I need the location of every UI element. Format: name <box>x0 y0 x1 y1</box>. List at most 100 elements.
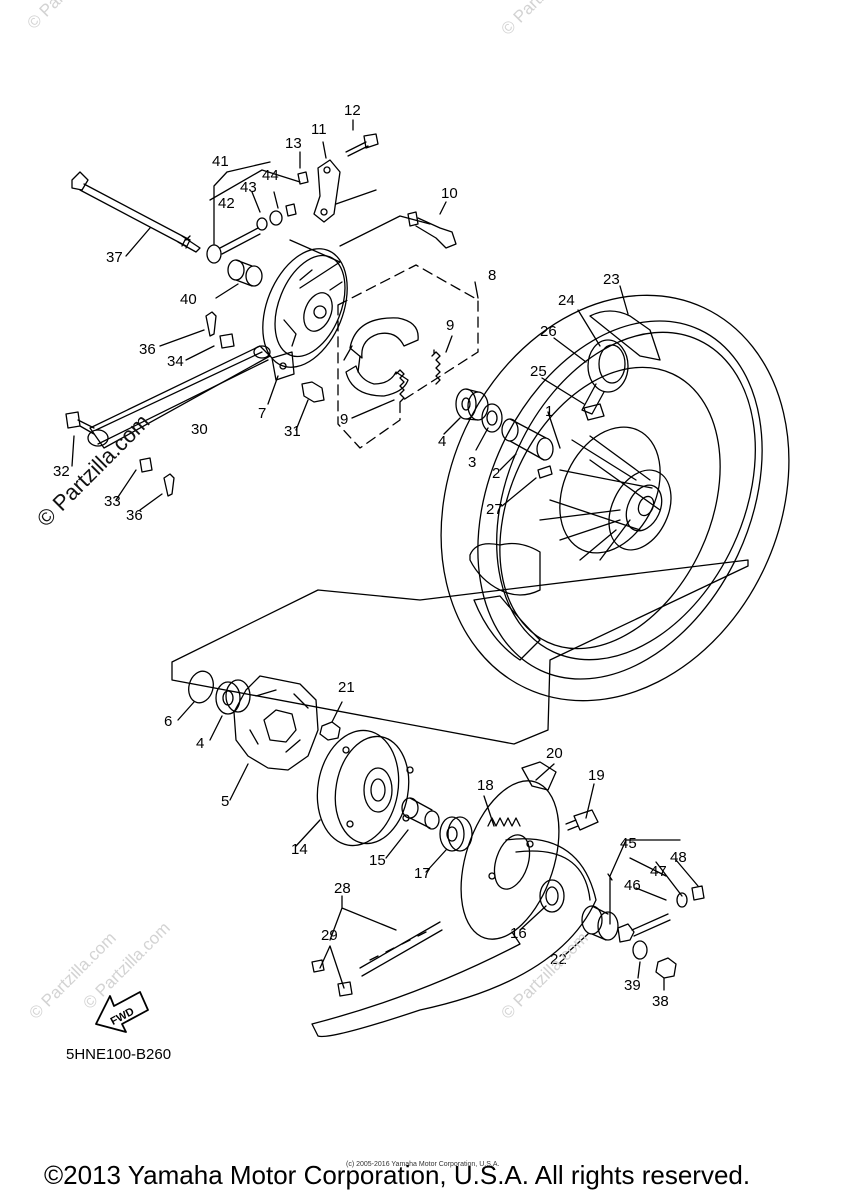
nut-part-34 <box>219 333 235 349</box>
bolt-part-46 <box>617 885 705 943</box>
fwd-arrow-icon <box>95 991 149 1033</box>
callout-41: 41 <box>212 153 229 170</box>
rear-wheel-part-1 <box>477 320 763 680</box>
brake-arm-part-11 <box>313 159 341 223</box>
tube-part-24 <box>581 339 629 415</box>
callout-17: 17 <box>414 865 431 882</box>
hub-frame-line <box>171 559 749 745</box>
small-print: (c) 2005-2016 Yamaha Motor Corporation, … <box>346 1161 500 1168</box>
callout-12: 12 <box>344 102 361 119</box>
watermarks: © Partzilla.com © Partzilla.com © Partzi… <box>23 0 591 1023</box>
callout-9-lower: 9 <box>340 411 348 428</box>
callout-39: 39 <box>624 977 641 994</box>
clutch-hub-part-14 <box>316 729 414 847</box>
callout-23: 23 <box>603 271 620 288</box>
collar-part-2 <box>501 418 554 461</box>
watermark-top-right: © Partzilla.com <box>497 0 591 39</box>
watermark-top-left: © Partzilla.com <box>23 0 117 33</box>
callout-29: 29 <box>321 927 338 944</box>
callout-16: 16 <box>510 925 527 942</box>
lock-washer-part-20 <box>521 761 557 791</box>
callout-1: 1 <box>545 403 553 420</box>
collar-part-15 <box>401 797 440 830</box>
nut-part-21 <box>319 721 341 741</box>
callout-33: 33 <box>104 493 121 510</box>
bearing-part-4 <box>455 388 489 421</box>
callout-31: 31 <box>284 423 301 440</box>
leader-brake <box>289 239 341 289</box>
callout-4: 4 <box>438 433 446 450</box>
washer-left <box>206 244 222 264</box>
callout-19: 19 <box>588 767 605 784</box>
callout-36-lower: 36 <box>126 507 143 524</box>
callout-18: 18 <box>477 777 494 794</box>
callout-22: 22 <box>550 951 567 968</box>
camshaft-part-10 <box>407 211 457 249</box>
damper-part-5 <box>233 675 319 771</box>
catalog-code: 5HNE100-B260 <box>66 1046 172 1063</box>
callout-26: 26 <box>540 323 557 340</box>
sprocket-part-18 <box>460 780 560 940</box>
callout-11: 11 <box>311 121 327 138</box>
callout-15: 15 <box>369 852 386 869</box>
callout-47: 47 <box>650 863 667 880</box>
washer-part-39 <box>632 940 648 960</box>
callout-43: 43 <box>240 179 257 196</box>
collar-part-22 <box>581 905 619 941</box>
callout-3: 3 <box>468 454 476 471</box>
callout-2: 2 <box>492 465 500 482</box>
callout-28: 28 <box>334 880 351 897</box>
callout-46: 46 <box>624 877 641 894</box>
callout-6: 6 <box>164 713 172 730</box>
watermark-bottom-right: © Partzilla.com <box>497 928 591 1022</box>
callout-5: 5 <box>221 793 229 810</box>
callout-30: 30 <box>191 421 208 438</box>
joint-part-29 <box>311 959 353 997</box>
callout-9: 9 <box>446 317 454 334</box>
callout-42: 42 <box>218 195 235 212</box>
callout-45: 45 <box>620 835 637 852</box>
tire <box>440 294 790 702</box>
tension-bar-part-30 <box>87 345 271 449</box>
callout-25: 25 <box>530 363 547 380</box>
chain-part-28 <box>311 838 597 1038</box>
seal-part-16 <box>539 879 565 913</box>
o-ring-part-6 <box>188 670 214 704</box>
callout-4-lower: 4 <box>196 735 204 752</box>
bearing-part-4-lower <box>215 679 251 715</box>
bolt-part-32 <box>65 411 95 435</box>
nipple-part-27 <box>537 465 553 479</box>
callout-38: 38 <box>652 993 669 1010</box>
callout-10: 10 <box>441 185 458 202</box>
copyright-notice: ©2013 Yamaha Motor Corporation, U.S.A. A… <box>44 1160 751 1190</box>
spring-part-9-lower <box>395 369 405 403</box>
nut-part-38 <box>655 957 677 979</box>
callout-36: 36 <box>139 341 156 358</box>
callout-37: 37 <box>106 249 123 266</box>
callout-44: 44 <box>262 167 279 184</box>
brake-shoes <box>343 317 419 397</box>
cotter-pin-part-36-upper <box>205 311 217 337</box>
callout-7: 7 <box>258 405 266 422</box>
callout-34: 34 <box>167 353 184 370</box>
callout-24: 24 <box>558 292 575 309</box>
spacer-part-40 <box>227 259 263 287</box>
cotter-pin-part-36-lower <box>163 473 175 497</box>
bearing-part-17 <box>439 816 473 852</box>
callout-32: 32 <box>53 463 70 480</box>
leader-lines <box>209 169 431 247</box>
bolt-part-19 <box>565 809 599 831</box>
callout-14: 14 <box>291 841 308 858</box>
nut-part-13 <box>297 171 309 185</box>
spring-part-9-upper <box>431 349 441 385</box>
callout-8: 8 <box>488 267 496 284</box>
nut-part-33 <box>139 457 153 473</box>
seal-part-3 <box>481 403 503 433</box>
bolt-part-42 <box>219 203 297 255</box>
callout-27: 27 <box>486 501 503 518</box>
callout-21: 21 <box>338 679 355 696</box>
bolt-part-12 <box>345 133 379 157</box>
callout-13: 13 <box>285 135 302 152</box>
